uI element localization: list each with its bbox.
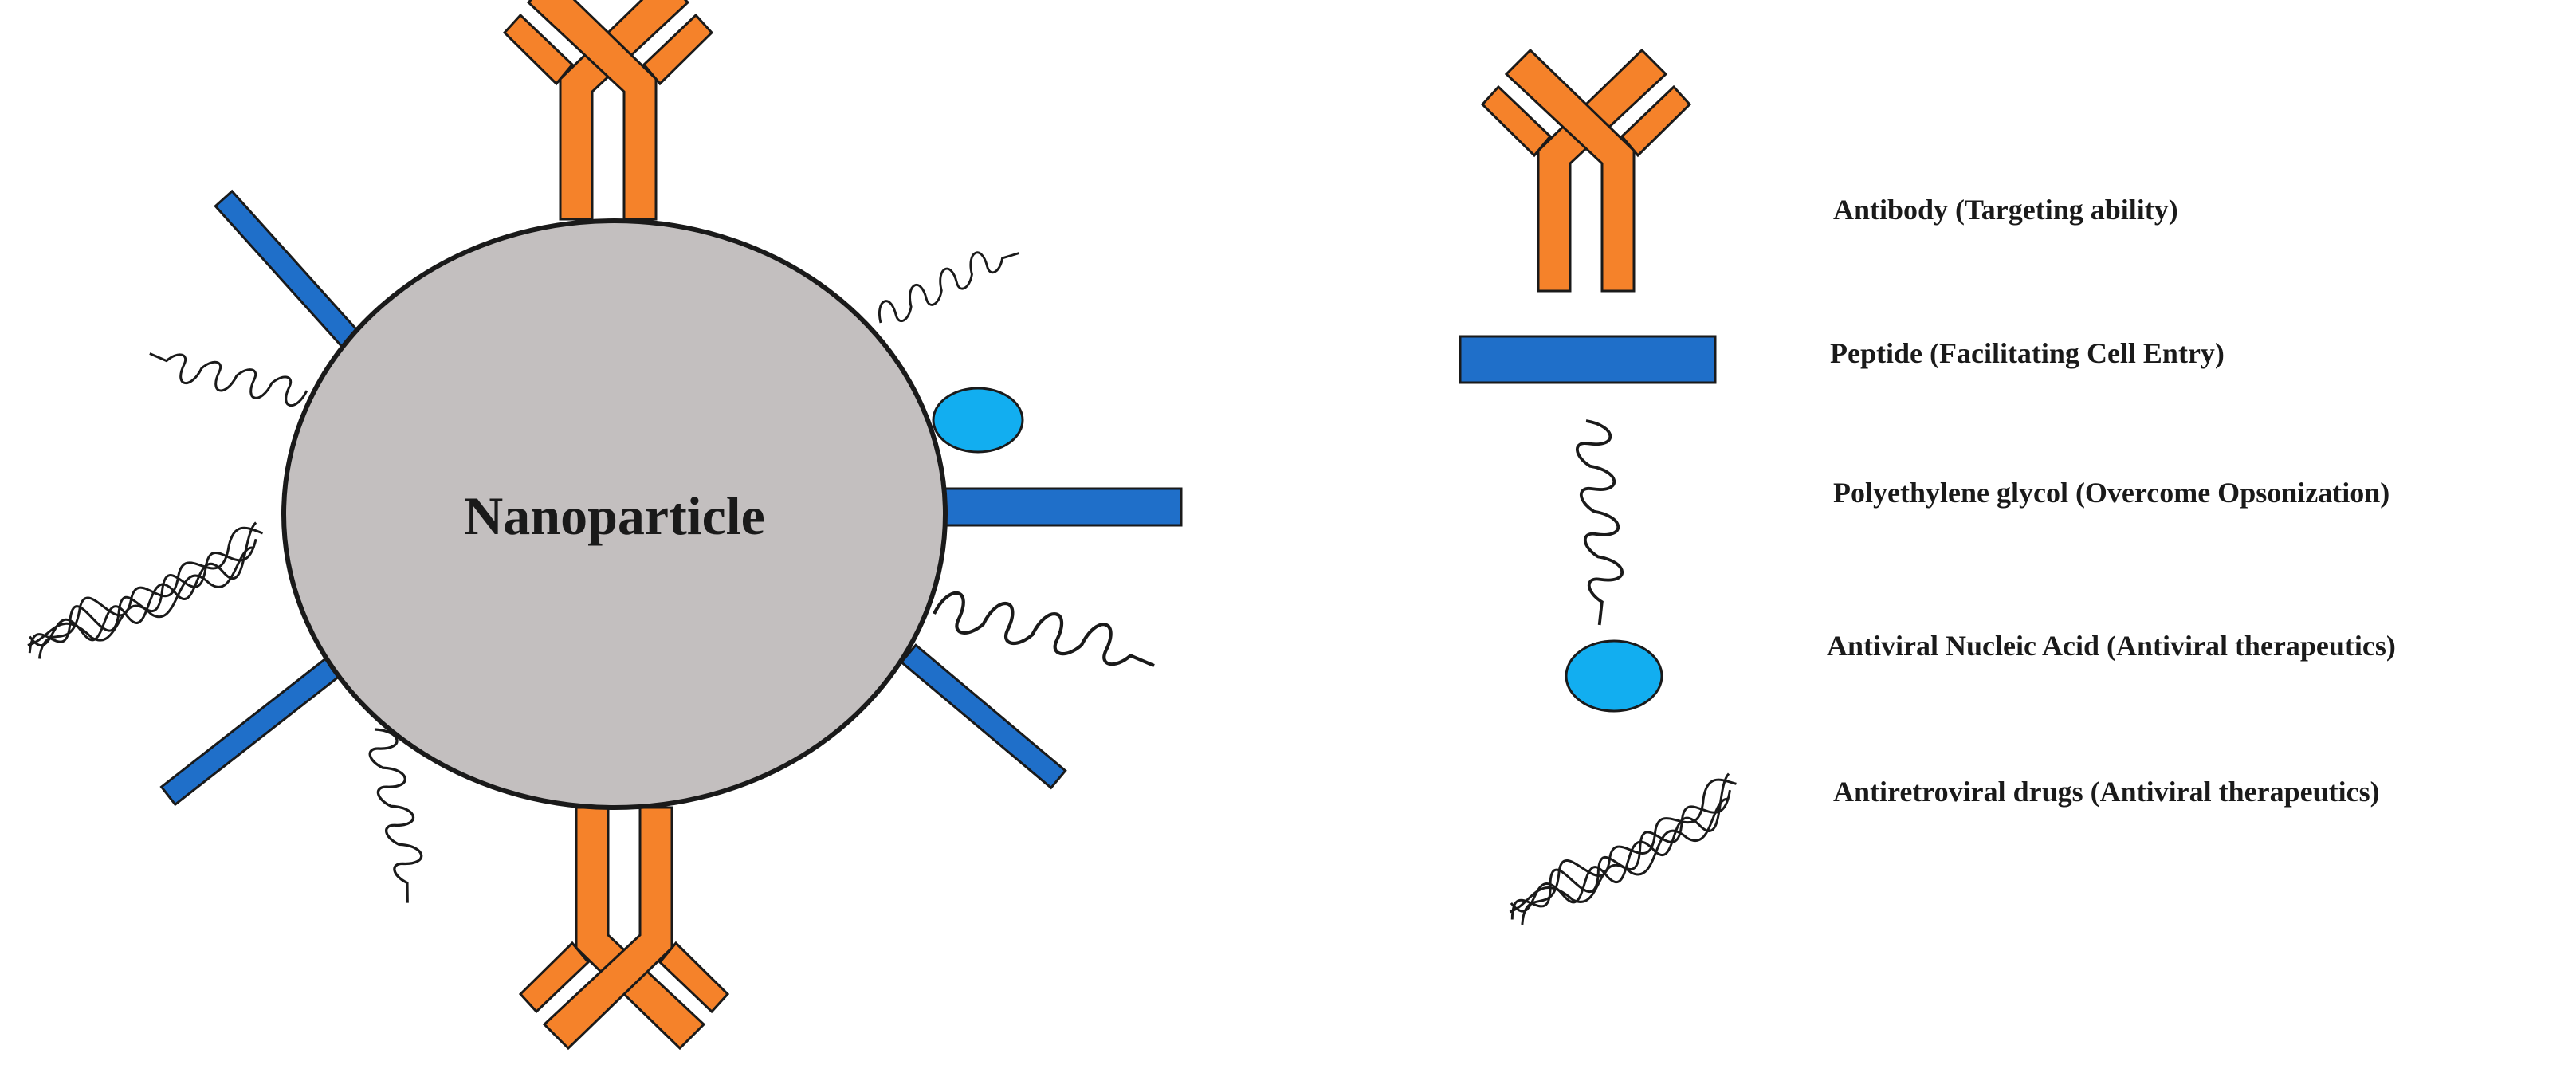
antibody-icon (1482, 50, 1690, 291)
peptide-upper-left (214, 189, 367, 356)
peptide-lower-left (159, 654, 344, 807)
peptide-lower-right (899, 643, 1067, 790)
nucleic-acid-icon (1565, 639, 1663, 713)
peg-coil-right (932, 589, 1160, 673)
peptide-right (931, 487, 1183, 527)
peg-coil-upper-right (871, 234, 1023, 332)
antibody-bottom-pair (520, 808, 728, 1048)
legend-label-drugs: Antiretroviral drugs (Antiviral therapeu… (1833, 776, 2380, 808)
drug-tangle-icon (1488, 771, 1759, 929)
nucleic-acid-on-particle (932, 387, 1024, 454)
antibody-top-pair (505, 0, 712, 219)
nanoparticle-label: Nanoparticle (464, 485, 765, 546)
legend: Antibody (Targeting ability) Peptide (Fa… (1459, 50, 2396, 929)
legend-label-nucleic-acid: Antiviral Nucleic Acid (Antiviral therap… (1827, 630, 2396, 662)
peg-coil-icon (1573, 417, 1628, 627)
peg-coil-upper-left (143, 347, 310, 410)
nanoparticle-core (281, 218, 948, 810)
legend-label-antibody: Antibody (Targeting ability) (1833, 194, 2178, 226)
legend-label-peptide: Peptide (Facilitating Cell Entry) (1830, 337, 2225, 369)
peptide-icon (1459, 335, 1717, 384)
drug-tangle-left (10, 520, 281, 662)
legend-label-peg: Polyethylene glycol (Overcome Opsonizati… (1833, 477, 2389, 509)
